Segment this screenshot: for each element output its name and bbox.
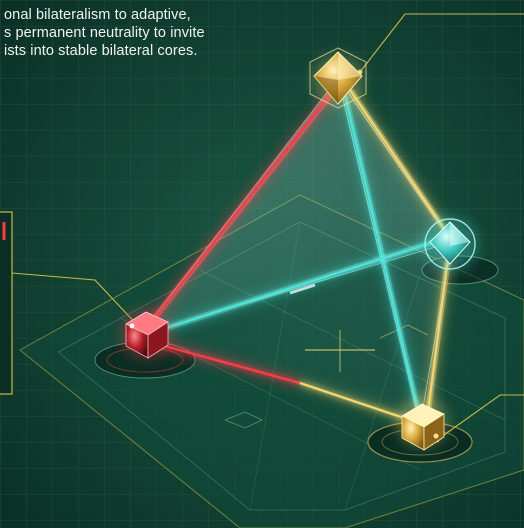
caption-line-1: onal bilateralism to adaptive, bbox=[4, 6, 274, 24]
caption-line-3: ists into stable bilateral cores. bbox=[4, 42, 274, 60]
left-callout-box bbox=[0, 212, 12, 394]
node-left-red-cube bbox=[120, 308, 172, 360]
caption-text: onal bilateralism to adaptive, s permane… bbox=[4, 6, 274, 60]
caption-line-2: s permanent neutrality to invite bbox=[4, 24, 274, 42]
node-right-cyan-octahedron bbox=[422, 216, 478, 272]
